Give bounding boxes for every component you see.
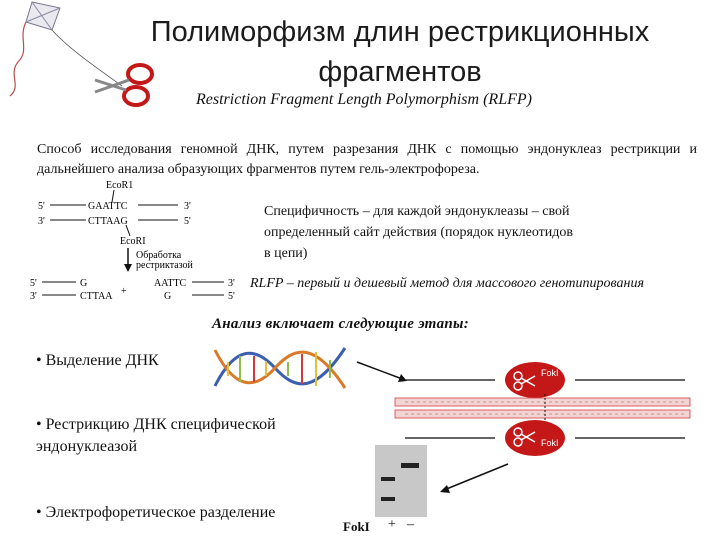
foki-enzyme-top: FokI bbox=[505, 362, 565, 398]
three-prime-top: 3' bbox=[184, 201, 191, 212]
dna-strand bbox=[394, 394, 691, 422]
frag-three-prime: 3' bbox=[30, 291, 37, 302]
ecori-diagram: EcoR1 5' GAATTC 3' 3' CTTAAG 5' EcoRI Об… bbox=[30, 180, 235, 302]
process-label-1: Обработка bbox=[136, 250, 182, 261]
frag-right-five-prime: 5' bbox=[228, 291, 235, 302]
process-label-2: рестриктазой bbox=[136, 260, 194, 271]
frag-plus: + bbox=[121, 286, 127, 297]
gel-band bbox=[381, 477, 395, 481]
gel-lane-minus: – bbox=[407, 517, 414, 532]
frag-five-prime: 5' bbox=[30, 278, 37, 289]
gel-enzyme-label: FokI bbox=[343, 519, 370, 534]
scissors-icon bbox=[513, 427, 536, 447]
specificity-text: Специфичность – для каждой эндонуклеазы … bbox=[264, 204, 574, 261]
kite-scissors-illustration bbox=[9, 1, 154, 107]
foki-label-top: FokI bbox=[541, 368, 559, 378]
dna-helix-image bbox=[213, 347, 347, 389]
rflp-note: RLFP – первый и дешевый метод для массов… bbox=[250, 276, 644, 291]
foki-enzyme-bottom: FokI bbox=[505, 420, 565, 456]
top-sequence: GAATTC bbox=[88, 201, 128, 212]
step-restriction: • Рестрикцию ДНК специфической эндонукле… bbox=[36, 416, 276, 455]
frag-right-top: AATTC bbox=[154, 278, 187, 289]
foki-restriction-diagram: FokI FokI bbox=[394, 362, 691, 456]
frag-left-top: G bbox=[80, 278, 87, 289]
kite-icon bbox=[9, 1, 123, 97]
intro-paragraph: Способ исследования геномной ДНК, путем … bbox=[37, 142, 697, 177]
gel-band bbox=[401, 463, 419, 468]
frag-right-bottom: G bbox=[164, 291, 171, 302]
page-title: Полиморфизм длин рестрикционных фрагмент… bbox=[150, 16, 650, 88]
step-dna-isolation: • Выделение ДНК bbox=[36, 352, 159, 369]
arrow-to-gel bbox=[440, 463, 509, 493]
arrow-to-foki bbox=[356, 361, 407, 382]
foki-label-bottom: FokI bbox=[541, 438, 559, 448]
five-prime-top: 5' bbox=[38, 201, 45, 212]
scissors-icon bbox=[94, 63, 154, 107]
step-electrophoresis: • Электрофоретическое разделение bbox=[36, 504, 276, 521]
gel-band bbox=[381, 497, 395, 501]
scissors-icon bbox=[513, 371, 536, 391]
dna-helix-icon bbox=[213, 347, 347, 389]
ecori-enzyme-label-bottom: EcoRI bbox=[120, 236, 146, 247]
ecori-enzyme-label-top: EcoR1 bbox=[106, 180, 133, 191]
gel-image bbox=[375, 445, 427, 517]
gel-lane-plus: + bbox=[388, 517, 396, 532]
five-prime-bottom: 5' bbox=[184, 216, 191, 227]
bottom-sequence: CTTAAG bbox=[88, 216, 128, 227]
frag-left-bottom: CTTAA bbox=[80, 291, 113, 302]
frag-right-three-prime: 3' bbox=[228, 278, 235, 289]
analysis-heading: Анализ включает следующие этапы: bbox=[212, 316, 470, 332]
three-prime-bottom: 3' bbox=[38, 216, 45, 227]
page-subtitle: Restriction Fragment Length Polymorphism… bbox=[196, 91, 532, 108]
